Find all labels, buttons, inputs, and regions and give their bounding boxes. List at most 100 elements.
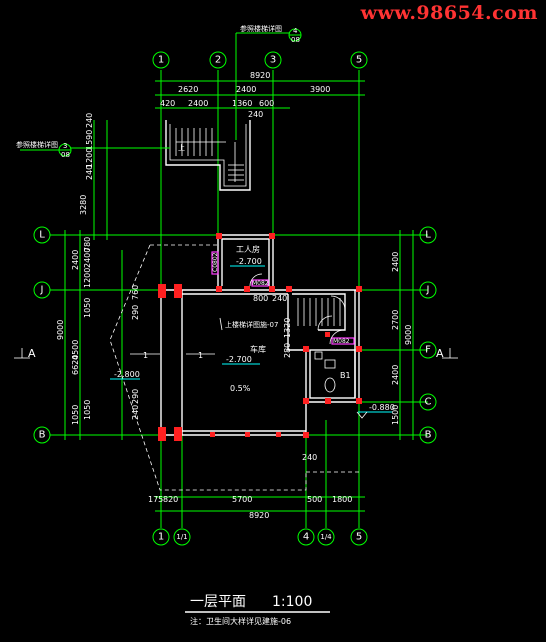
axis-bubbles-top: 1 2 3 5 [152, 51, 368, 69]
axis-bubbles-right: L J F C B [419, 226, 437, 444]
dim-top-b: 2400 [236, 85, 256, 94]
axis-label-right-3: F [425, 345, 431, 356]
dim-top-d: 420 [160, 99, 175, 108]
dim-top-c: 3900 [310, 85, 330, 94]
watermark: www.98654.com [360, 2, 538, 24]
floor-drain-icon [314, 351, 323, 360]
bathroom-label: B1 [340, 371, 351, 380]
dim-left-stair-a: 240 [85, 113, 94, 128]
section-marks: A A 1 1 [14, 347, 458, 360]
axis-label-right-2: J [426, 285, 430, 296]
axis-label-bottom-2: 1/1 [176, 533, 187, 541]
dim-misc-b: 240 [272, 294, 287, 303]
dim-bottom-e: 1800 [332, 495, 352, 504]
dim-left-sub-d: 1050 [71, 405, 80, 425]
room-labels: 工人房 -2.700 车库 -2.700 0.5% 上楼梯详图施-07 -2.8… [110, 244, 395, 419]
worker-room-level: -2.700 [236, 257, 262, 266]
axis-bubbles-left: L J B [33, 226, 51, 444]
detail-top-note: 参照楼梯详图 [240, 24, 282, 33]
detail-callout-top: 参照楼梯详图 4 08 [235, 24, 302, 140]
detail-top-sheet: 08 [291, 36, 300, 44]
axis-bubbles-bottom: 1 1/1 4 1/4 5 [152, 528, 368, 546]
drawing-footnote: 注：卫生间大样详见建施-06 [190, 616, 291, 626]
axis-label-bottom-4: 1/4 [320, 533, 332, 541]
right-dimensions: 9000 2400 2700 2400 1500 [391, 252, 413, 425]
dim-misc-a: 800 [253, 294, 268, 303]
left-level: -2.800 [114, 370, 140, 379]
axis-label-bottom-1: 1 [158, 532, 164, 543]
dim-right-d: 1500 [391, 405, 400, 425]
dim-left-side-i: 290 [131, 389, 140, 404]
dim-top-a: 2620 [178, 85, 198, 94]
dim-right-b: 2700 [391, 310, 400, 330]
dim-bottom-mark: 240 [302, 453, 317, 462]
dim-left-side-h: 240 [131, 405, 140, 420]
axis-label-top-1: 1 [158, 55, 164, 66]
section-mark-left: A [28, 347, 36, 360]
axis-label-bottom-5: 5 [356, 532, 362, 543]
dim-left-overall: 9000 [56, 320, 65, 340]
dim-left-sub-a: 6620 [71, 355, 80, 375]
dim-left-side-a: 1050 [83, 298, 92, 318]
dim-bottom-b: 820 [163, 495, 178, 504]
axis-label-right-4: C [425, 397, 432, 408]
bathroom-fixtures: B1 [314, 351, 351, 393]
dim-top-g: 600 [259, 99, 274, 108]
upper-stair: 上 [165, 120, 251, 191]
axis-label-left-1: L [39, 230, 45, 241]
toilet-icon [324, 377, 336, 393]
axis-label-right-5: B [425, 430, 432, 441]
dim-right-c: 2400 [391, 365, 400, 385]
right-level: -0.880 [369, 403, 395, 412]
dim-left-side-d: 1050 [83, 400, 92, 420]
dim-left-side-c: 2400 [83, 248, 92, 268]
dim-bottom-a: 175 [148, 495, 163, 504]
drawing-title: 一层平面 [190, 594, 246, 610]
axis-label-left-2: J [40, 285, 44, 296]
stair-up-label: 上 [178, 143, 185, 152]
drawing-scale: 1:100 [272, 594, 312, 610]
columns [158, 233, 362, 441]
axis-label-right-1: L [425, 230, 431, 241]
dim-left-stair-d: 240 [85, 165, 94, 180]
worker-room-name: 工人房 [236, 244, 260, 254]
dim-right-overall: 9000 [404, 325, 413, 345]
axis-label-top-4: 5 [356, 55, 362, 66]
window-label-c: C0802 [212, 252, 219, 272]
top-dimensions: 8920 2620 2400 3900 420 2400 1360 600 24… [160, 71, 330, 119]
left-dimensions: 9000 6620 2400 4500 1050 240 1590 1200 2… [56, 113, 140, 425]
detail-left-note: 参照楼梯详图 [16, 140, 58, 149]
section-1-left: 1 [143, 351, 148, 360]
window-label-m: M082 [252, 280, 269, 287]
dim-bottom-c: 5700 [232, 495, 252, 504]
dim-top-overall: 8920 [250, 71, 270, 80]
dim-left-side-f: 290 [131, 305, 140, 320]
section-1-right: 1 [198, 351, 203, 360]
axis-label-top-3: 3 [270, 55, 276, 66]
dim-top-f: 1360 [232, 99, 252, 108]
garage-level: -2.700 [226, 355, 252, 364]
dim-left-sub-b: 2400 [71, 250, 80, 270]
detail-left-ref: 3 [63, 142, 67, 150]
dim-left-sub-c: 4500 [71, 340, 80, 360]
drawing-title-block: 一层平面 1:100 注：卫生间大样详见建施-06 [185, 594, 330, 626]
dim-right-a: 2400 [391, 252, 400, 272]
axis-label-bottom-3: 4 [303, 532, 309, 543]
dim-bottom-d: 500 [307, 495, 322, 504]
dim-left-stair-c: 1200 [85, 148, 94, 168]
dim-left-stair-e: 3280 [79, 195, 88, 215]
detail-callout-left: 参照楼梯详图 3 08 [16, 140, 170, 159]
garage-name: 车库 [250, 344, 266, 354]
axis-label-left-3: B [39, 430, 46, 441]
dim-top-e: 2400 [188, 99, 208, 108]
stair-detail-note: 上楼梯详图施-07 [225, 320, 278, 329]
dim-left-stair-b: 1590 [85, 130, 94, 150]
dim-left-side-e: 780 [83, 237, 92, 252]
dim-left-side-g: 760 [131, 285, 140, 300]
dimension-lines [64, 80, 414, 512]
dim-left-side-b: 1200 [83, 268, 92, 288]
axis-label-top-2: 2 [215, 55, 221, 66]
dim-bottom-overall: 8920 [249, 511, 269, 520]
detail-left-sheet: 08 [61, 151, 70, 159]
